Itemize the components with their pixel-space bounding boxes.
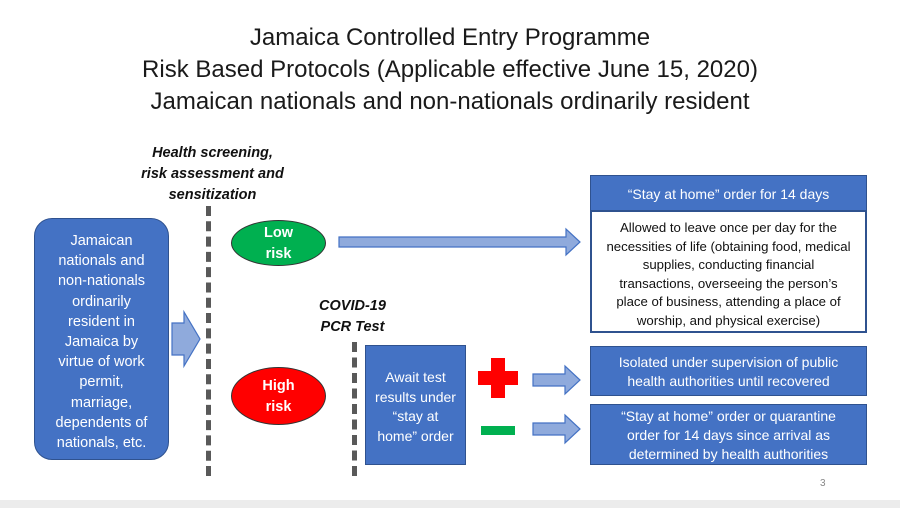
stay-home-line: supplies, conducting financial: [642, 257, 815, 273]
negative-outcome-line: “Stay at home” order or quarantine: [621, 408, 836, 424]
negative-outcome-box: “Stay at home” order or quarantine order…: [590, 404, 867, 465]
negative-outcome-line: determined by health authorities: [628, 446, 829, 462]
stay-home-header: “Stay at home” order for 14 days: [590, 175, 867, 211]
low-risk-line-1: Low: [264, 225, 293, 241]
origin-line: ordinarily: [72, 293, 131, 310]
origin-line: Jamaica by: [64, 334, 139, 351]
negative-outcome-line: order for 14 days since arrival as: [626, 427, 831, 443]
origin-line: nationals, etc.: [56, 435, 147, 452]
positive-outcome-line: health authorities until recovered: [627, 373, 830, 389]
title-line-1: Jamaica Controlled Entry Programme: [249, 24, 651, 51]
await-line: results under: [375, 388, 456, 405]
origin-box: Jamaican nationals and non-nationals ord…: [34, 218, 169, 460]
screening-label-line-2: risk assessment and: [141, 166, 284, 182]
stay-home-line: Allowed to leave once per day for the: [620, 220, 837, 235]
stay-home-line: worship, and physical exercise): [636, 312, 821, 328]
origin-line: nationals and: [58, 253, 145, 270]
screening-label-line-3: sensitization: [168, 187, 257, 203]
positive-arrow: [532, 364, 581, 396]
page-number: 3: [820, 478, 826, 489]
screening-divider: [206, 206, 211, 476]
await-line: home” order: [377, 427, 454, 444]
stay-home-line: transactions, overseeing the person’s: [619, 275, 838, 291]
high-risk-line-2: risk: [265, 399, 292, 415]
bottom-band: [0, 500, 900, 508]
pcr-label-line-2: PCR Test: [320, 319, 385, 335]
origin-line: resident in: [68, 313, 135, 330]
low-risk-ellipse: Low risk: [231, 220, 326, 266]
high-risk-line-1: High: [262, 378, 295, 394]
origin-line: non-nationals: [57, 273, 146, 290]
stay-home-line: place of business, attending a place of: [616, 294, 841, 310]
positive-outcome-box: Isolated under supervision of public hea…: [590, 346, 867, 396]
origin-line: Jamaican: [70, 233, 133, 249]
high-risk-ellipse: High risk: [231, 367, 326, 425]
await-line: Await test: [385, 369, 446, 385]
origin-line: dependents of: [55, 414, 148, 431]
origin-arrow: [171, 309, 201, 369]
await-results-box: Await test results under “stay at home” …: [365, 345, 466, 465]
positive-plus-icon: [478, 358, 518, 398]
origin-line: virtue of work: [58, 354, 145, 371]
screening-label-line-1: Health screening,: [152, 145, 273, 161]
positive-outcome-line: Isolated under supervision of public: [618, 354, 839, 370]
pcr-test-label: COVID-19 PCR Test: [300, 296, 405, 338]
origin-line: permit,: [79, 374, 124, 391]
negative-arrow: [532, 413, 581, 445]
pcr-label-line-1: COVID-19: [319, 298, 386, 314]
stay-home-line: necessities of life (obtaining food, med…: [606, 238, 851, 254]
screening-label: Health screening, risk assessment and se…: [130, 143, 295, 206]
low-risk-line-2: risk: [265, 246, 292, 262]
await-line: “stay at: [392, 408, 439, 424]
low-risk-arrow: [338, 227, 581, 257]
stay-home-details: Allowed to leave once per day for the ne…: [590, 210, 867, 333]
title-line-3: Jamaican nationals and non-nationals ord…: [150, 88, 750, 115]
pcr-divider: [352, 342, 357, 476]
slide-title: Jamaica Controlled Entry Programme Risk …: [0, 22, 900, 118]
negative-minus-icon: [481, 426, 515, 435]
title-line-2: Risk Based Protocols (Applicable effecti…: [142, 56, 758, 83]
origin-line: marriage,: [70, 394, 133, 411]
